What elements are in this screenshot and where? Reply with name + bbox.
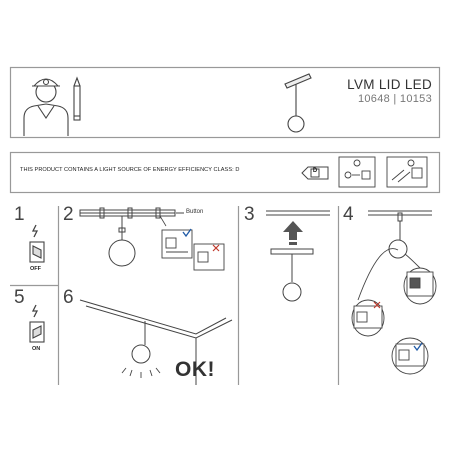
ok-text: OK! [175,358,215,381]
step4-panels-icon [351,248,437,375]
step4-track-icon [368,210,432,259]
step-number-5: 5 [14,287,25,308]
energy-class-icon [301,166,329,180]
switch-off-label: OFF [30,266,41,272]
professional-replace-icon [386,156,428,188]
switch-off-icon [29,224,45,263]
energy-class-badge: D [312,168,318,174]
pencil-icon [73,76,81,121]
button-callout-label: Button [186,209,204,215]
product-title: LVM LID LED [347,77,432,92]
energy-frame [9,151,441,194]
step6-installed-icon [79,299,233,385]
switch-on-icon [29,304,45,343]
track-adapter-icon [79,207,184,267]
step3-lamp-icon [270,248,314,302]
step-number-3: 3 [244,204,255,225]
header-frame [9,66,441,139]
energy-statement: THIS PRODUCT CONTAINS A LIGHT SOURCE OF … [20,167,240,173]
check-panel-icon [161,228,193,259]
product-codes: 10648 | 10153 [357,93,432,105]
step-number-2: 2 [63,204,74,225]
installer-icon [23,78,69,136]
step-number-6: 6 [63,287,74,308]
up-arrow-icon [283,221,303,245]
cross-panel-icon [193,243,225,271]
header-lamp-icon [284,73,312,133]
bulb-replace-icon [338,156,376,188]
step-number-1: 1 [14,204,25,225]
track-top-icon [266,210,330,216]
step-number-4: 4 [343,204,354,225]
switch-on-label: ON [32,346,41,352]
